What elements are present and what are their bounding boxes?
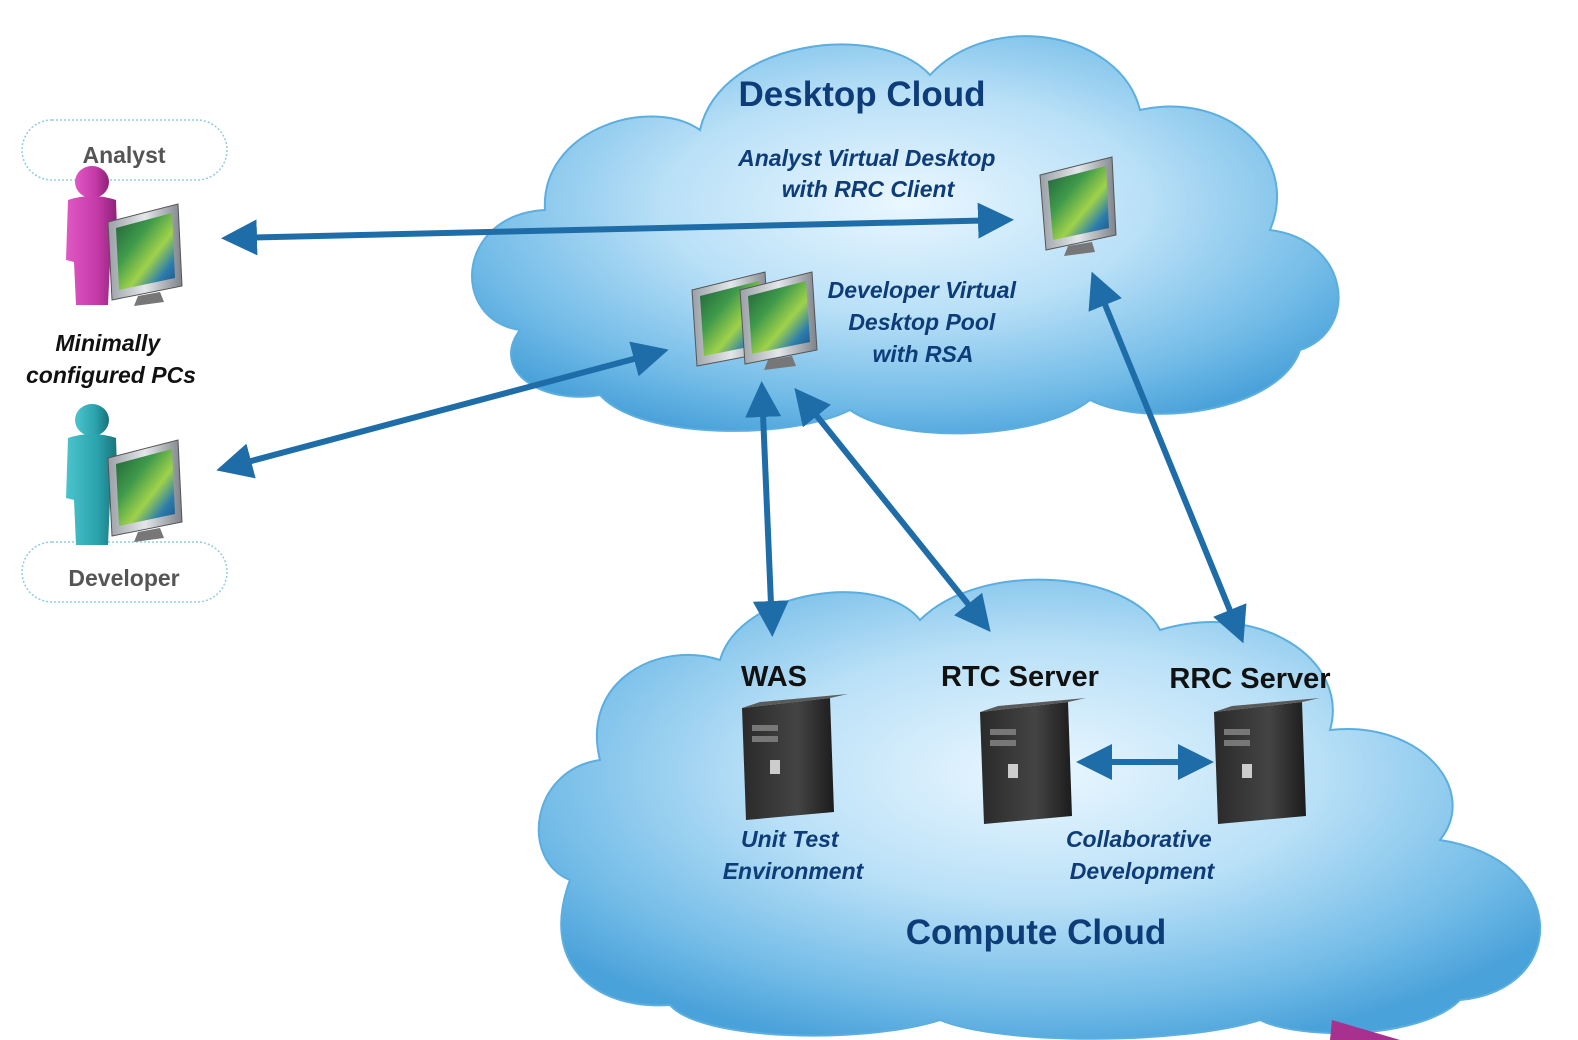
pcs-label-line-2: configured PCs: [26, 362, 196, 388]
was-server-title: WAS: [741, 661, 807, 693]
analyst-desktop-label-line-2: with RRC Client: [782, 176, 956, 202]
virtual-desktop-to-rrc-arrow: [1088, 271, 1247, 644]
analyst-monitor-icon: [107, 203, 183, 306]
unit-test-label: Unit Test Environment: [723, 826, 865, 884]
analyst-role-label: Analyst: [82, 142, 165, 168]
collab-label-line-1: Collaborative: [1066, 826, 1212, 852]
minimally-configured-pcs-label: Minimally configured PCs: [26, 330, 196, 388]
developer-person-icon: [66, 404, 118, 545]
compute-cloud-title: Compute Cloud: [906, 913, 1167, 952]
collab-label: Collaborative Development: [1066, 826, 1218, 884]
unit-test-label-line-2: Environment: [723, 858, 865, 884]
analyst-virtual-desktop-icon: [1039, 156, 1117, 256]
developer-pool-label-line-3: with RSA: [873, 341, 974, 367]
developer-pool-label-line-1: Developer Virtual: [828, 277, 1017, 303]
was-server-icon: [742, 694, 848, 820]
analyst-desktop-label-line-1: Analyst Virtual Desktop: [737, 145, 995, 171]
developer-role-bubble: [21, 541, 228, 603]
analyst-person-icon: [66, 166, 118, 305]
collab-label-line-2: Development: [1070, 858, 1216, 884]
developer-role-label: Developer: [68, 565, 179, 591]
desktop-cloud-title: Desktop Cloud: [739, 75, 986, 114]
analyst-role-bubble: [21, 119, 228, 181]
pcs-label-line-1: Minimally: [55, 330, 161, 356]
desktop-pool-to-was-arrow: [745, 381, 789, 637]
rrc-server-icon: [1214, 698, 1320, 824]
developer-pool-label-line-2: Desktop Pool: [848, 309, 996, 335]
developer-pool-label: Developer Virtual Desktop Pool with RSA: [828, 277, 1023, 367]
unit-test-label-line-1: Unit Test: [741, 826, 840, 852]
analyst-to-virtual-desktop-arrow: [221, 202, 1014, 256]
developer-to-desktop-pool-arrow: [216, 341, 669, 479]
desktop-pool-to-rtc-arrow: [794, 387, 991, 633]
analyst-desktop-label: Analyst Virtual Desktop with RRC Client: [737, 145, 1002, 202]
rtc-server-title: RTC Server: [941, 661, 1099, 693]
rtc-server-icon: [980, 698, 1086, 824]
rrc-server-title: RRC Server: [1169, 663, 1330, 695]
corner-decoration-shape: [1330, 1020, 1400, 1040]
developer-desktop-pool-icon: [691, 271, 818, 370]
developer-monitor-icon: [107, 439, 183, 542]
